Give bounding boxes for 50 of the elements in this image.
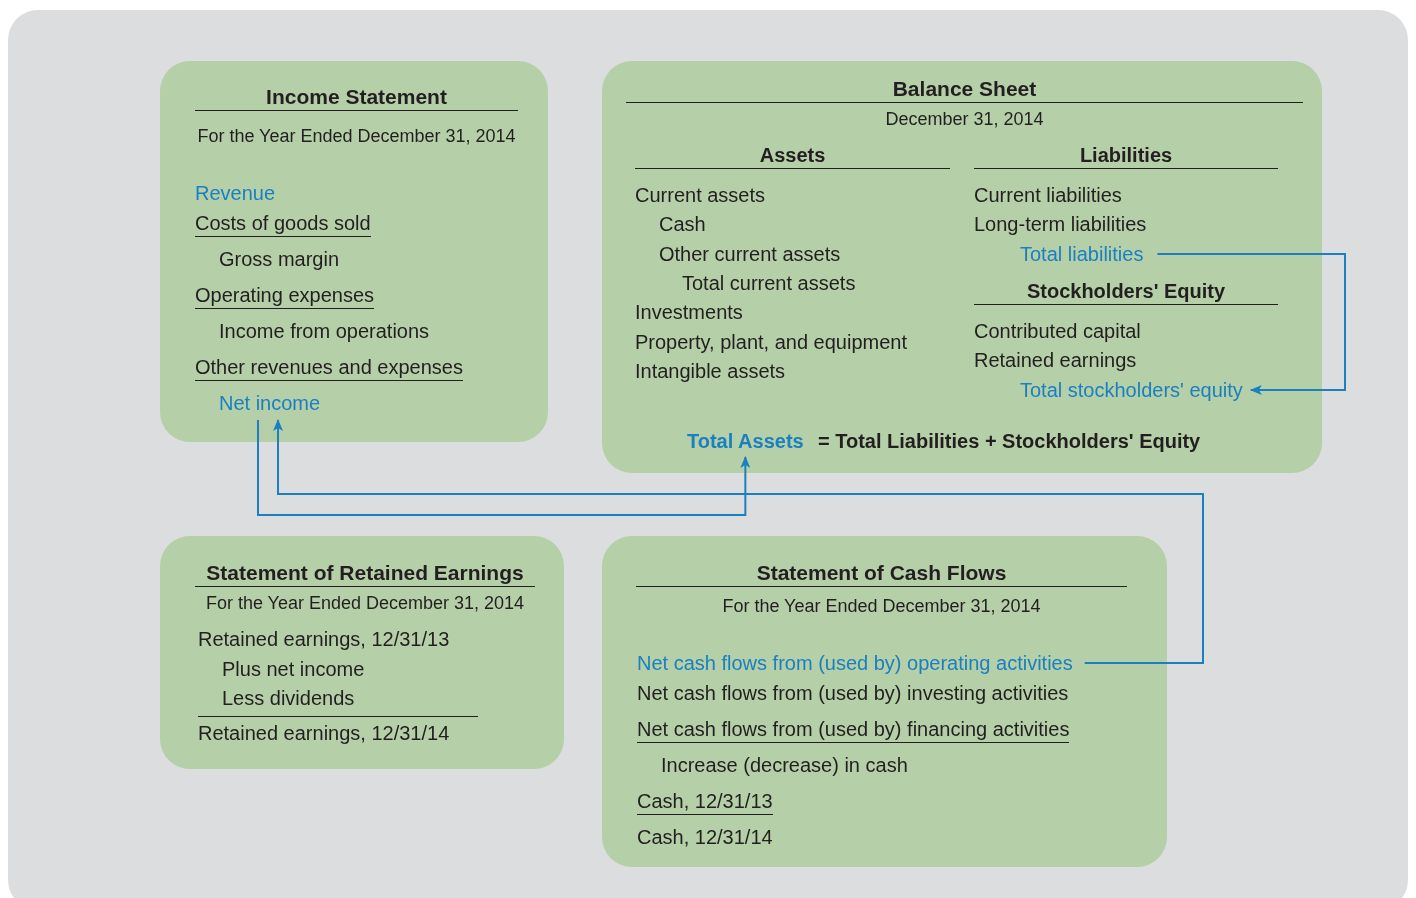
total-line-item: Total stockholders' equity [1020,377,1243,403]
line-item: Retained earnings, 12/31/13 [198,627,450,652]
line-item: Investments [635,300,743,325]
line-item: Net cash flows from (used by) financing activities [637,716,1070,743]
line-item: Long-term liabilities [974,212,1147,237]
line-item: Costs of goods sold [195,210,371,237]
connector-arrow [273,419,1204,664]
total-line-item: Net cash flows from (used by) operating activities [637,650,1073,676]
statement-panel [160,536,564,769]
line-item: Increase (decrease) in cash [661,753,908,778]
line-item: Income from operations [219,319,430,344]
statement-date: December 31, 2014 [885,108,1044,130]
statement-panel [602,61,1322,473]
total-line-item: Net income [219,390,321,416]
statement-date: For the Year Ended December 31, 2014 [205,592,525,614]
column-heading: Stockholders' Equity [974,278,1278,305]
column-heading: Assets [635,142,950,169]
statement-date: For the Year Ended December 31, 2014 [722,595,1041,617]
statement-panel [160,61,548,442]
line-item: Retained earnings, 12/31/14 [198,721,450,746]
line-item: Revenue [195,181,276,206]
equation-text: = Total Liabilities + Stockholders' Equity [818,429,1201,454]
line-item: Gross margin [219,247,340,272]
line-item: Current liabilities [974,183,1122,208]
connector-arrow [257,419,751,516]
statement-title: Income Statement [195,84,518,111]
line-item: Net cash flows from (used by) investing activities [637,681,1069,706]
statement-title: Balance Sheet [626,76,1303,103]
statement-panel [602,536,1167,867]
line-item: Property, plant, and equipment [635,330,908,355]
line-item: Cash [659,212,706,237]
statement-title: Statement of Retained Earnings [195,560,535,587]
total-line-item: Total liabilities [1020,241,1144,267]
line-item: Contributed capital [974,319,1141,344]
column-heading: Liabilities [974,142,1278,169]
line-item: Intangible assets [635,359,786,384]
statement-date: For the Year Ended December 31, 2014 [197,125,516,147]
line-item: Cash, 12/31/14 [637,825,773,850]
line-item: Cash, 12/31/13 [637,788,773,815]
line-item: Other current assets [659,242,841,267]
line-item: Operating expenses [195,282,374,309]
line-item: Current assets [635,183,766,208]
line-item: Plus net income [222,657,365,682]
statement-title: Statement of Cash Flows [636,560,1127,587]
line-item: Retained earnings [974,348,1137,373]
line-item: Total current assets [682,271,856,296]
line-item: Less dividends [222,686,355,711]
connector-arrow [1156,253,1346,395]
equation-term: Total Assets [687,428,804,454]
line-item: Other revenues and expenses [195,354,463,381]
